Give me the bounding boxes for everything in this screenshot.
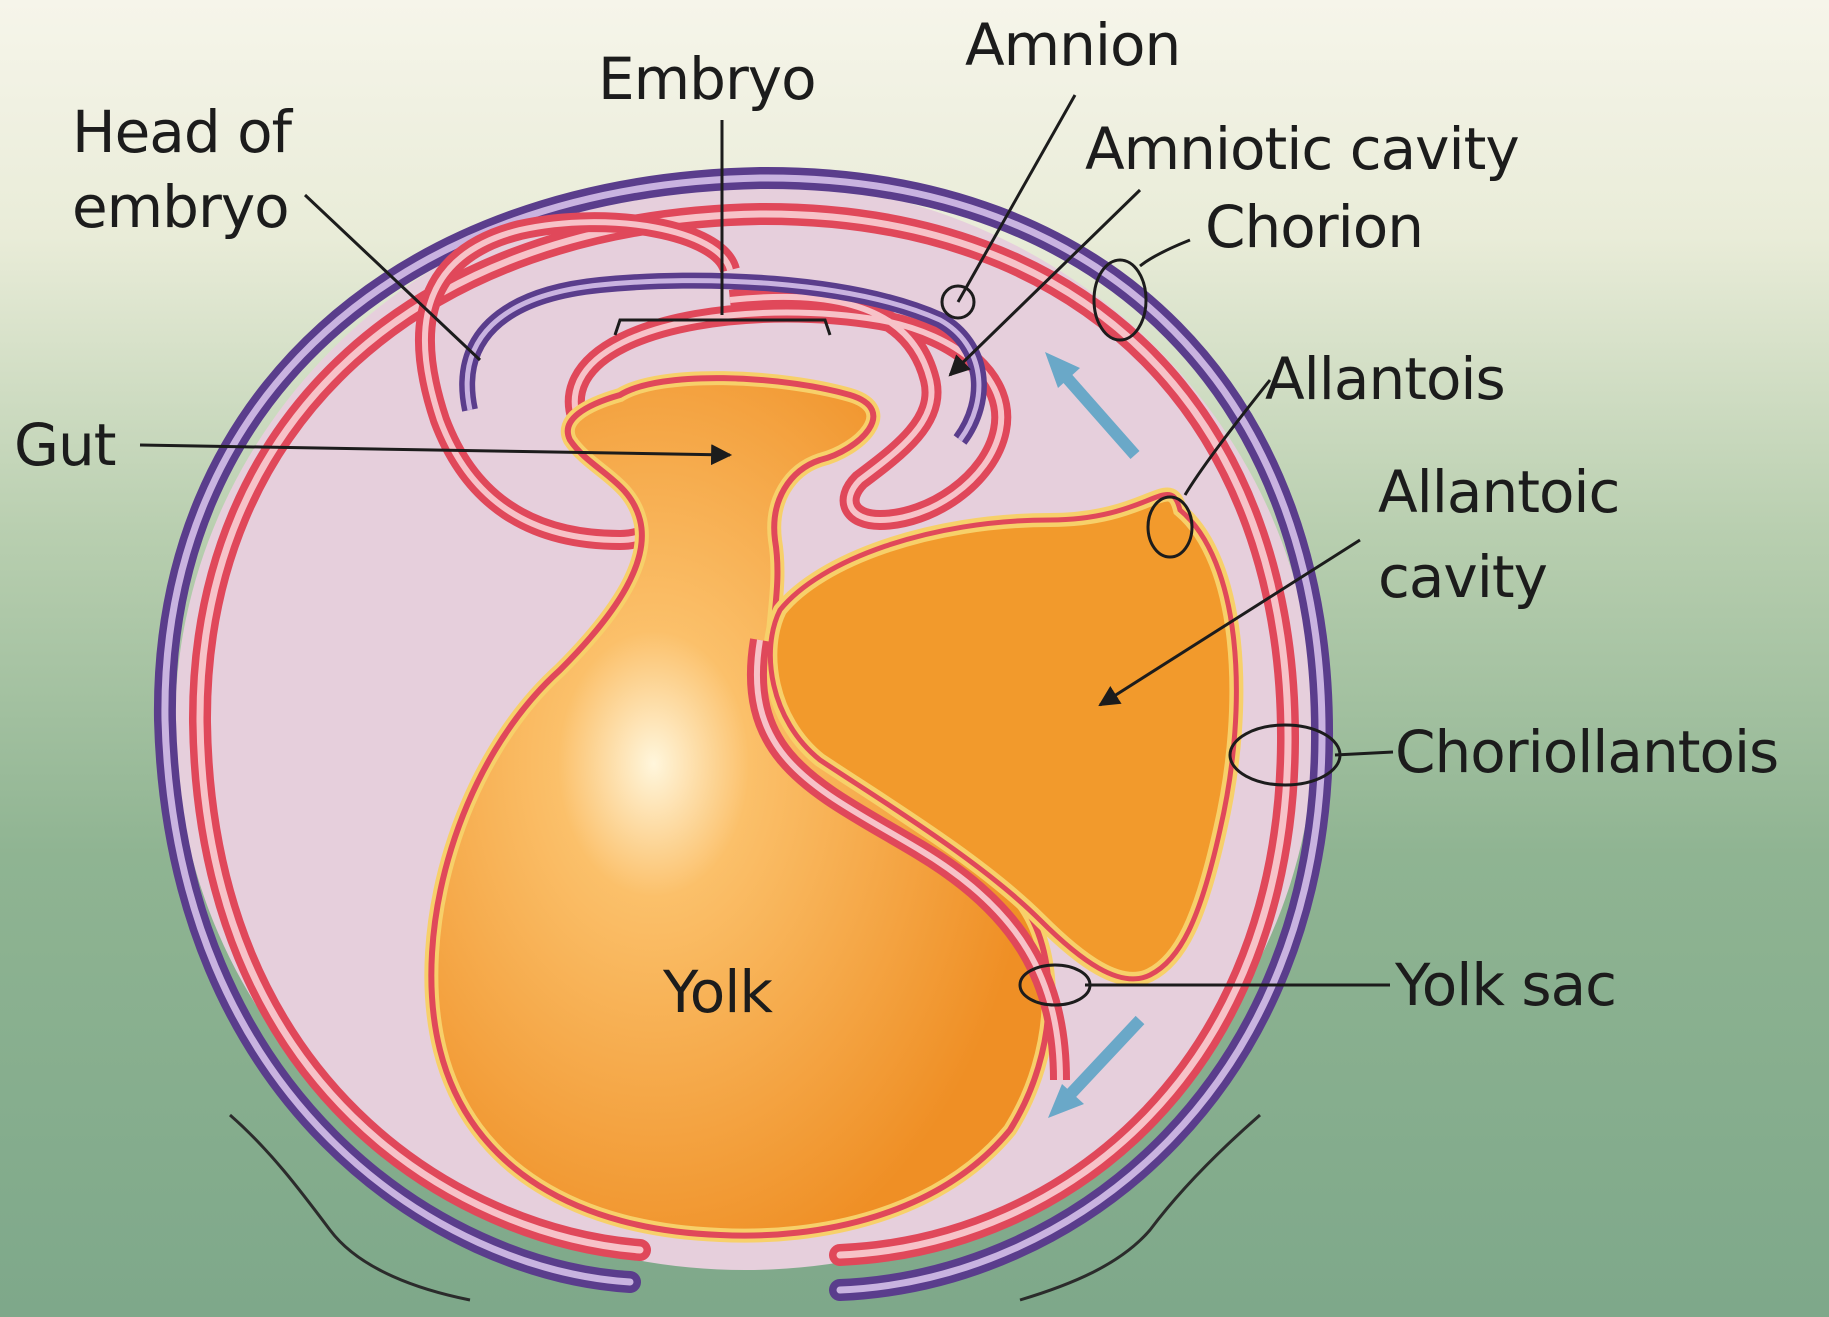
label-chorion: Chorion bbox=[1205, 190, 1423, 264]
label-allantoic-cavity-2: cavity bbox=[1378, 540, 1547, 614]
label-amnion: Amnion bbox=[965, 8, 1180, 82]
label-allantois: Allantois bbox=[1265, 342, 1505, 416]
label-embryo: Embryo bbox=[598, 42, 816, 116]
label-head-of-embryo-1: Head of bbox=[72, 95, 291, 169]
label-head-of-embryo-2: embryo bbox=[72, 170, 289, 244]
label-yolk: Yolk bbox=[663, 955, 772, 1029]
label-yolk-sac: Yolk sac bbox=[1395, 948, 1616, 1022]
label-amniotic-cavity: Amniotic cavity bbox=[1085, 112, 1519, 186]
label-allantoic-cavity-1: Allantoic bbox=[1378, 455, 1619, 529]
label-gut: Gut bbox=[14, 408, 115, 482]
label-choriollantois: Choriollantois bbox=[1395, 715, 1778, 789]
leader-choriollantois bbox=[1335, 752, 1393, 755]
leader-chorion bbox=[1140, 240, 1190, 266]
